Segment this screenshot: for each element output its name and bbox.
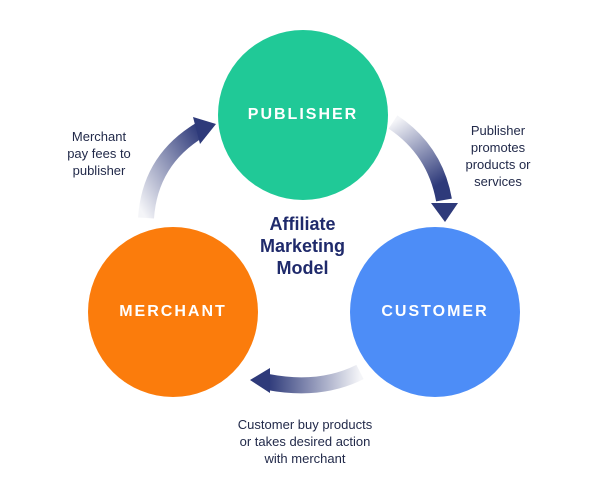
arrow-customer-to-merchant <box>266 364 364 394</box>
note-merchant-to-publisher: Merchant pay fees to publisher <box>44 128 154 179</box>
note-line: promotes <box>470 140 526 155</box>
note-line: pay fees to <box>67 146 131 161</box>
note-line: Customer buy products <box>237 417 373 432</box>
note-line: publisher <box>72 163 126 178</box>
note-customer-to-merchant: Customer buy products or takes desired a… <box>200 416 410 467</box>
diagram-title: Affiliate Marketing Model <box>215 213 390 279</box>
note-line: products or <box>465 157 531 172</box>
title-line: Affiliate <box>269 214 336 234</box>
arrowhead-publisher-to-customer <box>431 203 458 222</box>
note-publisher-to-customer: Publisher promotes products or services <box>452 122 544 190</box>
arrow-publisher-to-customer <box>388 115 452 202</box>
note-line: services <box>474 174 522 189</box>
arrow-merchant-to-publisher <box>138 123 205 219</box>
note-line: Merchant <box>71 129 127 144</box>
note-line: or takes desired action <box>239 434 371 449</box>
merchant-label: MERCHANT <box>119 303 227 320</box>
customer-label: CUSTOMER <box>381 303 489 320</box>
merchant-node: MERCHANT <box>88 227 258 397</box>
title-line: Marketing <box>259 236 346 256</box>
arrowhead-merchant-to-publisher <box>193 117 216 144</box>
note-line: Publisher <box>470 123 526 138</box>
customer-node: CUSTOMER <box>350 227 520 397</box>
publisher-node: PUBLISHER <box>218 30 388 200</box>
title-line: Model <box>276 258 329 278</box>
arrowhead-customer-to-merchant <box>250 368 270 393</box>
note-line: with merchant <box>264 451 346 466</box>
publisher-label: PUBLISHER <box>247 106 359 123</box>
